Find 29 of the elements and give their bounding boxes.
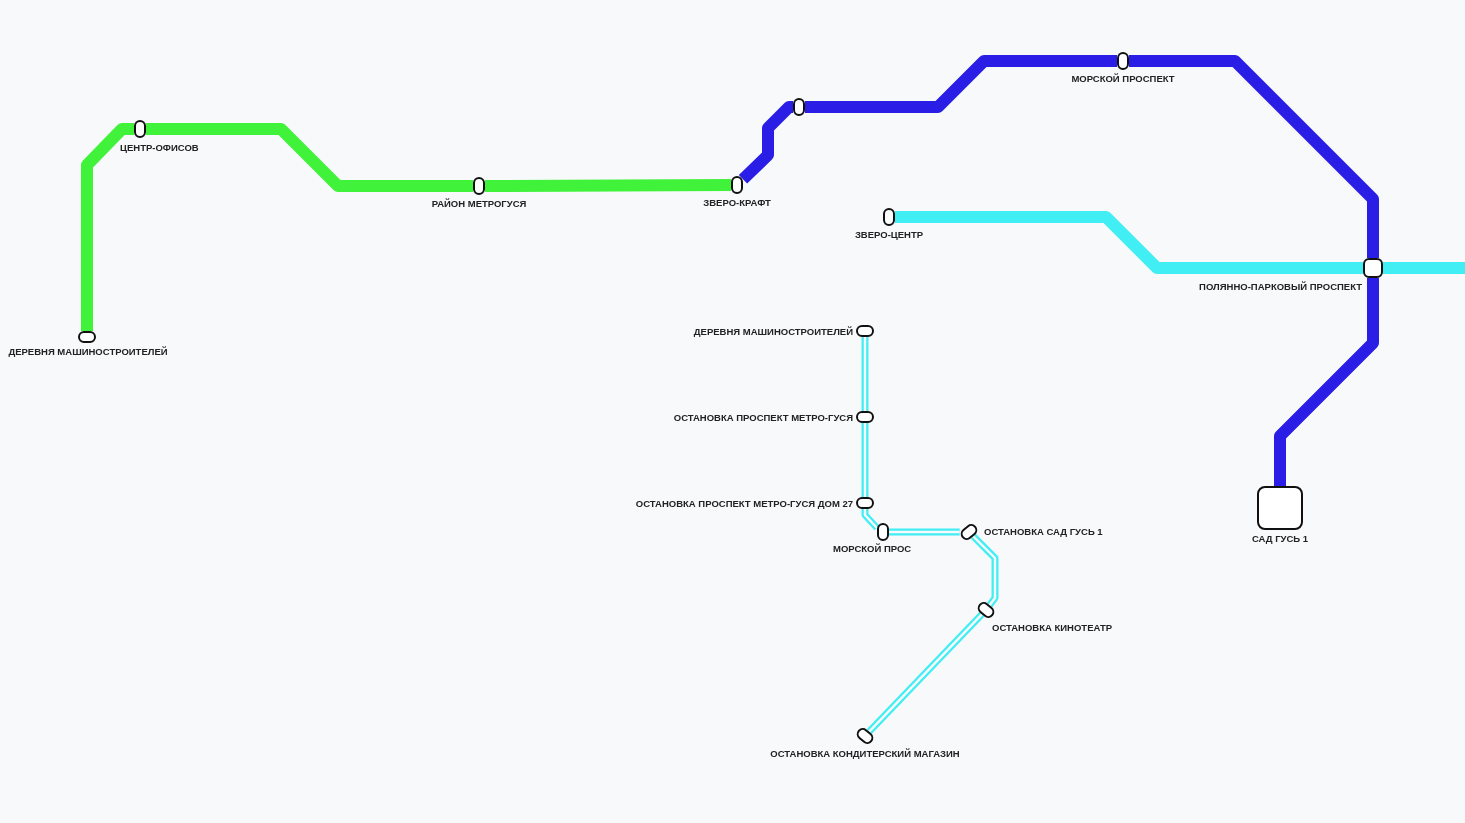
metro-line (1129, 55, 1379, 258)
bus-route-line (861, 509, 881, 532)
metro-line (895, 211, 1363, 274)
station-label: ЗВЕРО-ЦЕНТР (854, 229, 924, 240)
metro-line (1274, 278, 1379, 486)
bus-route-line (861, 423, 869, 497)
station-label: ОСТАНОВКА ПРОСПЕКТ МЕТРО-ГУСЯ (673, 411, 853, 423)
station-label: ДЕРЕВНЯ МАШИНОСТРОИТЕЛЕЙ (8, 346, 168, 357)
metro-line (805, 55, 1117, 113)
metro-line (146, 123, 473, 192)
metro-line (81, 123, 134, 331)
station-label: МОРСКОЙ ПРОСПЕКТ (1071, 73, 1175, 84)
station-label: ОСТАНОВКА КОНДИТЕРСКИЙ МАГАЗИН (770, 748, 960, 759)
bus-route-line (861, 337, 869, 411)
station-label: РАЙОН МЕТРОГУСЯ (431, 198, 527, 209)
metro-line (738, 101, 795, 184)
bus-route-line (970, 533, 999, 608)
station-label: ДЕРЕВНЯ МАШИНОСТРОИТЕЛЕЙ (693, 325, 853, 337)
metro-line (484, 179, 732, 192)
station-label: САД ГУСЬ 1 (1251, 533, 1309, 544)
station-label: ОСТАНОВКА КИНОТЕАТР (992, 622, 1113, 633)
station-label: ЦЕНТР-ОФИСОВ (120, 142, 199, 153)
station-label: МОРСКОЙ ПРОС (833, 543, 912, 554)
station-label: ПОЛЯННО-ПАРКОВЫЙ ПРОСПЕКТ (1199, 280, 1362, 292)
station-label: ОСТАНОВКА ПРОСПЕКТ МЕТРО-ГУСЯ ДОМ 27 (635, 497, 853, 509)
bus-route-line (866, 611, 985, 735)
station-label: ЗВЕРО-КРАФТ (703, 197, 771, 208)
station-label: ОСТАНОВКА САД ГУСЬ 1 (984, 525, 1103, 537)
metro-line (1383, 262, 1465, 274)
